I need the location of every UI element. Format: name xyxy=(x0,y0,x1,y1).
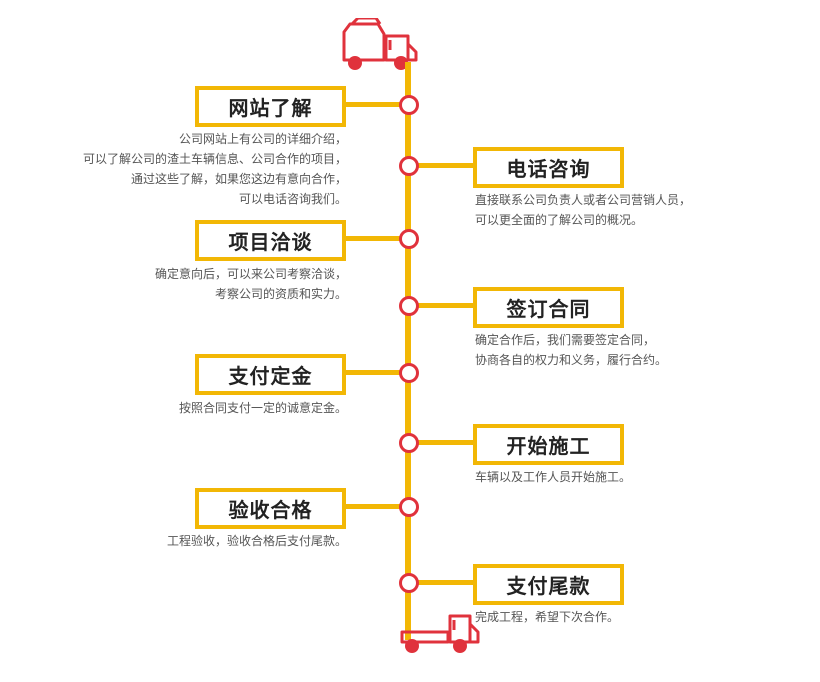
connector xyxy=(411,440,474,445)
timeline-node xyxy=(399,363,419,383)
description-line: 可以更全面的了解公司的概况。 xyxy=(475,213,644,227)
step-description: 工程验收，验收合格后支付尾款。 xyxy=(167,531,347,551)
connector xyxy=(411,303,474,308)
description-line: 通过这些了解，如果您这边有意向合作， xyxy=(130,172,347,186)
description-line: 完成工程，希望下次合作。 xyxy=(475,610,620,624)
step-title: 支付定金 xyxy=(195,354,346,395)
timeline-node xyxy=(399,497,419,517)
description-line: 确定合作后，我们需要签定合同， xyxy=(475,333,656,347)
timeline-node xyxy=(399,95,419,115)
truck-icon xyxy=(342,18,418,70)
step-description: 按照合同支付一定的诚意定金。 xyxy=(179,398,347,418)
connector xyxy=(345,504,405,509)
description-line: 确定意向后，可以来公司考察洽谈， xyxy=(154,267,347,281)
step-title: 签订合同 xyxy=(473,287,624,328)
connector xyxy=(345,236,405,241)
step-title: 支付尾款 xyxy=(473,564,624,605)
step-title: 电话咨询 xyxy=(473,147,624,188)
step-title: 验收合格 xyxy=(195,488,346,529)
description-line: 直接联系公司负责人或者公司营销人员， xyxy=(475,193,692,207)
connector xyxy=(345,370,405,375)
timeline-node xyxy=(399,573,419,593)
step-description: 车辆以及工作人员开始施工。 xyxy=(475,467,631,487)
step-description: 确定合作后，我们需要签定合同， 协商各自的权力和义务，履行合约。 xyxy=(475,330,667,370)
description-line: 可以了解公司的渣土车辆信息、公司合作的项目， xyxy=(82,152,347,166)
timeline-node xyxy=(399,229,419,249)
timeline-node xyxy=(399,296,419,316)
step-description: 完成工程，希望下次合作。 xyxy=(475,607,619,627)
connector xyxy=(411,163,474,168)
connector xyxy=(411,580,474,585)
description-line: 协商各自的权力和义务，履行合约。 xyxy=(475,353,668,367)
step-title: 网站了解 xyxy=(195,86,346,127)
step-description: 直接联系公司负责人或者公司营销人员， 可以更全面的了解公司的概况。 xyxy=(475,190,691,230)
timeline-node xyxy=(399,156,419,176)
timeline-spine xyxy=(405,62,411,640)
description-line: 公司网站上有公司的详细介绍， xyxy=(178,132,347,146)
step-title: 开始施工 xyxy=(473,424,624,465)
connector xyxy=(345,102,405,107)
step-description: 确定意向后，可以来公司考察洽谈， 考察公司的资质和实力。 xyxy=(155,264,347,304)
description-line: 按照合同支付一定的诚意定金。 xyxy=(178,401,347,415)
step-title: 项目洽谈 xyxy=(195,220,346,261)
description-line: 工程验收，验收合格后支付尾款。 xyxy=(166,534,347,548)
description-line: 考察公司的资质和实力。 xyxy=(214,287,347,301)
timeline-node xyxy=(399,433,419,453)
step-description: 公司网站上有公司的详细介绍， 可以了解公司的渣土车辆信息、公司合作的项目， 通过… xyxy=(83,129,347,209)
truck-icon xyxy=(400,614,480,653)
description-line: 可以电话咨询我们。 xyxy=(238,192,347,206)
description-line: 车辆以及工作人员开始施工。 xyxy=(475,470,632,484)
